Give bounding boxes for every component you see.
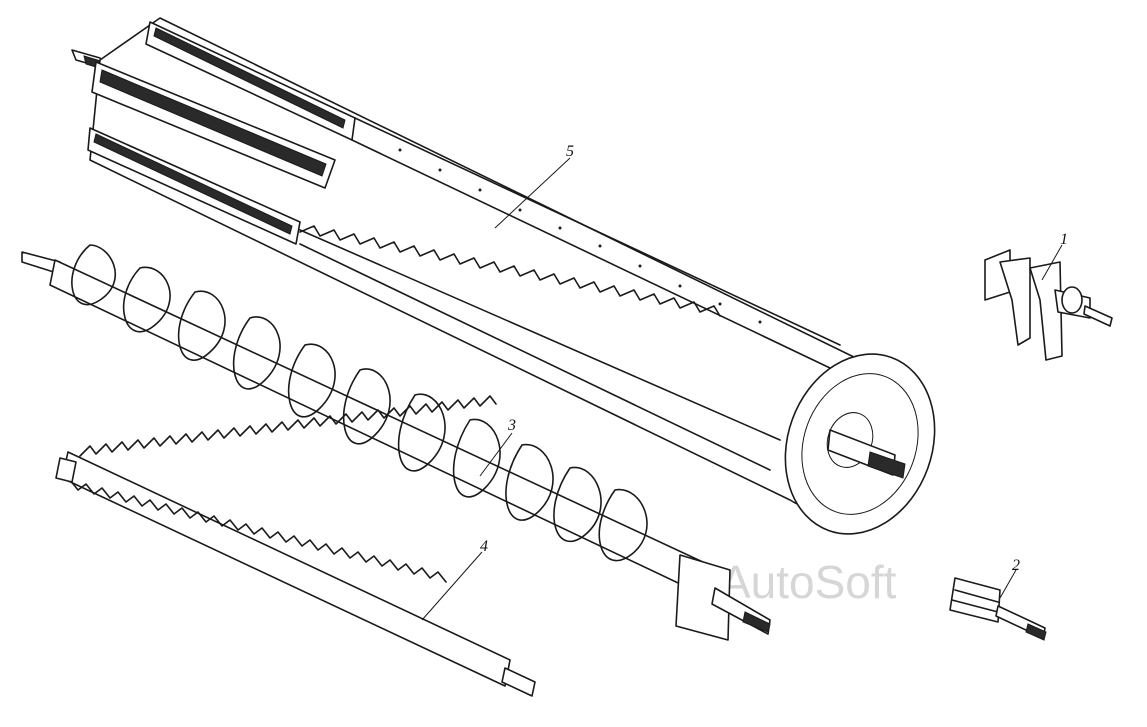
label-part-5-top: 5: [566, 143, 574, 160]
label-part-1: 1: [1060, 231, 1068, 248]
leader-line-4: [421, 551, 483, 621]
label-part-3: 3: [507, 417, 516, 434]
watermark-text: AutoSoft: [720, 556, 897, 608]
label-part-4: 4: [480, 538, 488, 555]
leader-line-3: [479, 432, 513, 477]
callouts: 5 3 4 1 2: [421, 143, 1068, 621]
rasp-bars: [87, 21, 841, 471]
leader-line-5-top: [494, 157, 571, 229]
label-part-2: 2: [1012, 557, 1020, 574]
auger-assembly: [21, 244, 771, 641]
pulley-shaft: [949, 577, 1047, 641]
leader-line-2: [999, 569, 1017, 599]
auger-hub: [675, 554, 731, 641]
toothed-bar: [55, 395, 536, 697]
drum-assembly: [71, 17, 936, 535]
bracket-assembly: [984, 249, 1113, 361]
leader-line-1: [1041, 244, 1063, 281]
auger-flights: [71, 244, 648, 562]
drum-right-shaft: [827, 429, 906, 479]
